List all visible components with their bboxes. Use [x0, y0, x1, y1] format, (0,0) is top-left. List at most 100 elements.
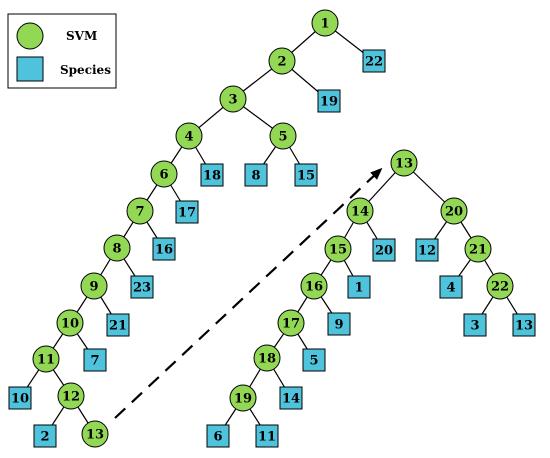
species-square [327, 312, 351, 336]
species-square [294, 163, 318, 187]
svm-circle [390, 149, 418, 177]
legend-svm-label: SVM [66, 29, 97, 43]
species-node-a17: 17 [175, 200, 199, 224]
svm-circle [126, 197, 154, 225]
link-arrow-line [114, 171, 379, 419]
svm-circle [229, 384, 257, 412]
svm-node-b14: 14 [346, 197, 374, 225]
species-node-b12s: 12 [415, 238, 439, 262]
species-square [200, 163, 224, 187]
svm-circle [56, 309, 84, 337]
link-layer [114, 167, 383, 419]
svm-node-a9: 9 [80, 272, 108, 300]
node-label: 21 [469, 243, 487, 258]
legend-svm-symbol [16, 22, 44, 50]
species-square [302, 348, 326, 372]
node-label: 19 [234, 392, 252, 407]
svm-node-a5: 5 [269, 122, 297, 150]
svm-circle [268, 47, 296, 75]
species-square [152, 237, 176, 261]
node-label: 15 [329, 243, 347, 258]
node-label: 9 [89, 280, 98, 295]
node-label: 5 [278, 130, 287, 145]
node-label: 4 [184, 130, 193, 145]
node-label: 10 [11, 392, 29, 407]
svm-node-a3: 3 [219, 85, 247, 113]
node-label: 8 [112, 242, 121, 257]
svm-node-b20: 20 [440, 197, 468, 225]
node-label: 20 [375, 244, 393, 259]
node-label: 15 [297, 169, 315, 184]
node-label: 3 [470, 319, 479, 334]
node-label: 13 [86, 428, 104, 443]
species-square [512, 313, 536, 337]
species-node-a22: 22 [362, 49, 386, 73]
node-label: 16 [155, 243, 173, 258]
species-square [106, 313, 130, 337]
node-label: 11 [258, 430, 276, 445]
node-label: 19 [320, 95, 338, 110]
svm-circle [175, 122, 203, 150]
species-square [8, 386, 32, 410]
node-label: 14 [282, 392, 300, 407]
species-node-b6s: 6 [206, 424, 230, 448]
species-square [347, 275, 371, 299]
svm-node-a7: 7 [126, 197, 154, 225]
node-label: 13 [515, 319, 533, 334]
svm-node-a2: 2 [268, 47, 296, 75]
svm-node-b19: 19 [229, 384, 257, 412]
link-arrow-head [370, 167, 383, 180]
node-label: 12 [62, 390, 80, 405]
node-label: 8 [251, 169, 260, 184]
node-label: 22 [491, 280, 509, 295]
svm-node-b18: 18 [253, 344, 281, 372]
species-node-b20s: 20 [372, 238, 396, 262]
species-node-b5s: 5 [302, 348, 326, 372]
species-node-a19: 19 [317, 89, 341, 113]
node-label: 20 [445, 205, 463, 220]
node-label: 18 [258, 352, 276, 367]
species-square [255, 424, 279, 448]
node-label: 18 [203, 169, 221, 184]
node-label: 13 [395, 157, 413, 172]
species-node-a15: 15 [294, 163, 318, 187]
species-square [362, 49, 386, 73]
svm-node-b17: 17 [277, 309, 305, 337]
species-square [463, 313, 487, 337]
node-label: 1 [320, 17, 329, 32]
node-label: 16 [305, 280, 323, 295]
svm-circle [57, 382, 85, 410]
species-node-a16: 16 [152, 237, 176, 261]
svm-node-b16: 16 [300, 272, 328, 300]
svm-node-a13: 13 [81, 420, 109, 448]
species-square [439, 275, 463, 299]
node-label: 9 [334, 318, 343, 333]
node-label: 4 [446, 281, 455, 296]
species-node-b4s: 4 [439, 275, 463, 299]
svm-node-a6: 6 [150, 160, 178, 188]
svm-circle [81, 420, 109, 448]
species-node-a23: 23 [130, 275, 154, 299]
node-label: 12 [418, 244, 436, 259]
svm-circle [486, 272, 514, 300]
svm-circle [269, 122, 297, 150]
species-node-b14s: 14 [279, 386, 303, 410]
node-label: 7 [90, 354, 99, 369]
node-label: 6 [159, 168, 168, 183]
svm-node-b13: 13 [390, 149, 418, 177]
legend: SVM Species [7, 13, 117, 89]
node-label: 1 [354, 281, 363, 296]
species-square [372, 238, 396, 262]
svm-circle [80, 272, 108, 300]
species-square [175, 200, 199, 224]
svm-circle [253, 344, 281, 372]
species-node-b13s: 13 [512, 313, 536, 337]
svm-node-b22: 22 [486, 272, 514, 300]
species-node-a21: 21 [106, 313, 130, 337]
svm-circle [324, 235, 352, 263]
species-square [83, 348, 107, 372]
svm-node-a8s: 8 [103, 234, 131, 262]
svm-circle [32, 345, 60, 373]
svm-circle [346, 197, 374, 225]
